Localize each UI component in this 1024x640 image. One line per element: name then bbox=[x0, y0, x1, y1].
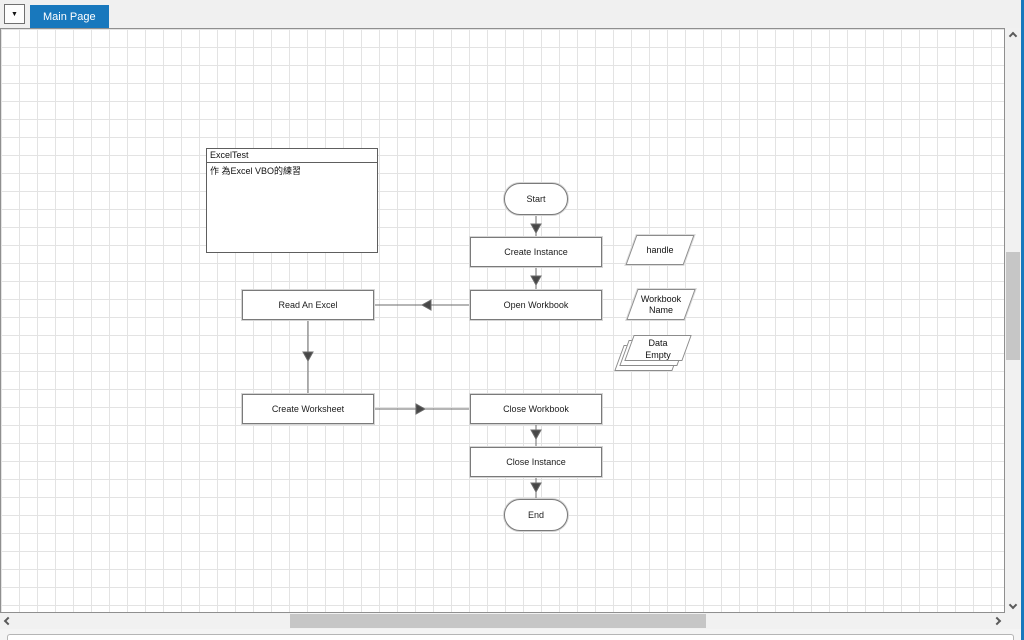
page-list-dropdown-button[interactable]: ▼ bbox=[4, 4, 25, 24]
stage-label: Close Workbook bbox=[503, 404, 569, 414]
scroll-left-button[interactable] bbox=[0, 613, 16, 629]
stage-label: End bbox=[527, 510, 544, 520]
stage-close-instance[interactable]: Close Instance bbox=[470, 447, 602, 477]
scrollbar-corner bbox=[1005, 613, 1021, 629]
arrowhead-down-icon bbox=[530, 482, 542, 494]
connector-layer bbox=[302, 215, 542, 499]
stage-read-an-excel[interactable]: Read An Excel bbox=[242, 290, 374, 320]
tab-label: Main Page bbox=[43, 10, 96, 23]
scroll-right-button[interactable] bbox=[989, 613, 1005, 629]
chevron-right-icon bbox=[992, 616, 1002, 626]
data-item-label: handle bbox=[646, 244, 674, 255]
chevron-left-icon bbox=[3, 616, 13, 626]
stage-label: Open Workbook bbox=[503, 300, 569, 310]
data-item-label-line1: Workbook bbox=[640, 293, 682, 304]
stage-label: Create Worksheet bbox=[271, 404, 345, 414]
arrowhead-down-icon bbox=[302, 351, 314, 363]
window-edge-accent bbox=[1021, 0, 1024, 640]
arrowhead-right-icon bbox=[415, 403, 427, 415]
dropdown-arrow-icon: ▼ bbox=[11, 10, 18, 18]
collection-label-line1: Data bbox=[648, 338, 668, 348]
stage-label: Start bbox=[526, 194, 546, 204]
page-tab-bar: ▼ Main Page bbox=[0, 0, 1024, 28]
arrowhead-down-icon bbox=[530, 275, 542, 287]
lower-panel-top-edge bbox=[7, 634, 1014, 640]
scroll-down-button[interactable] bbox=[1005, 597, 1021, 613]
stage-start[interactable]: Start bbox=[504, 183, 568, 215]
stage-label: Create Instance bbox=[504, 247, 568, 257]
vertical-scrollbar[interactable] bbox=[1005, 28, 1021, 613]
arrowhead-left-icon bbox=[420, 299, 432, 311]
stage-create-instance[interactable]: Create Instance bbox=[470, 237, 602, 267]
stage-create-worksheet[interactable]: Create Worksheet bbox=[242, 394, 374, 424]
note-stage[interactable]: ExcelTest 作 為Excel VBO的練習 bbox=[206, 148, 378, 253]
collection-item-data[interactable]: Data Empty bbox=[614, 335, 699, 375]
chevron-up-icon bbox=[1008, 31, 1018, 41]
stage-label: Read An Excel bbox=[278, 300, 338, 310]
bottom-panel-strip bbox=[0, 629, 1021, 640]
note-title: ExcelTest bbox=[207, 149, 377, 163]
chevron-down-icon bbox=[1008, 600, 1018, 610]
arrowhead-down-icon bbox=[530, 223, 542, 235]
data-item-label-line2: Name bbox=[648, 304, 673, 315]
note-body: 作 為Excel VBO的練習 bbox=[210, 166, 302, 176]
data-item-workbook-name[interactable]: Workbook Name bbox=[626, 289, 696, 320]
diagram-canvas[interactable]: ExcelTest 作 為Excel VBO的練習 Start Create I… bbox=[0, 28, 1005, 613]
horizontal-scrollbar[interactable] bbox=[0, 613, 1005, 629]
stage-close-workbook[interactable]: Close Workbook bbox=[470, 394, 602, 424]
stage-open-workbook[interactable]: Open Workbook bbox=[470, 290, 602, 320]
scroll-up-button[interactable] bbox=[1005, 28, 1021, 44]
tab-main-page[interactable]: Main Page bbox=[30, 5, 109, 28]
arrowhead-down-icon bbox=[530, 429, 542, 441]
vertical-scrollbar-thumb[interactable] bbox=[1006, 252, 1020, 360]
horizontal-scrollbar-thumb[interactable] bbox=[290, 614, 706, 628]
collection-label-line2: Empty bbox=[645, 350, 671, 360]
data-item-handle[interactable]: handle bbox=[624, 235, 696, 265]
stage-label: Close Instance bbox=[506, 457, 566, 467]
stage-end[interactable]: End bbox=[504, 499, 568, 531]
